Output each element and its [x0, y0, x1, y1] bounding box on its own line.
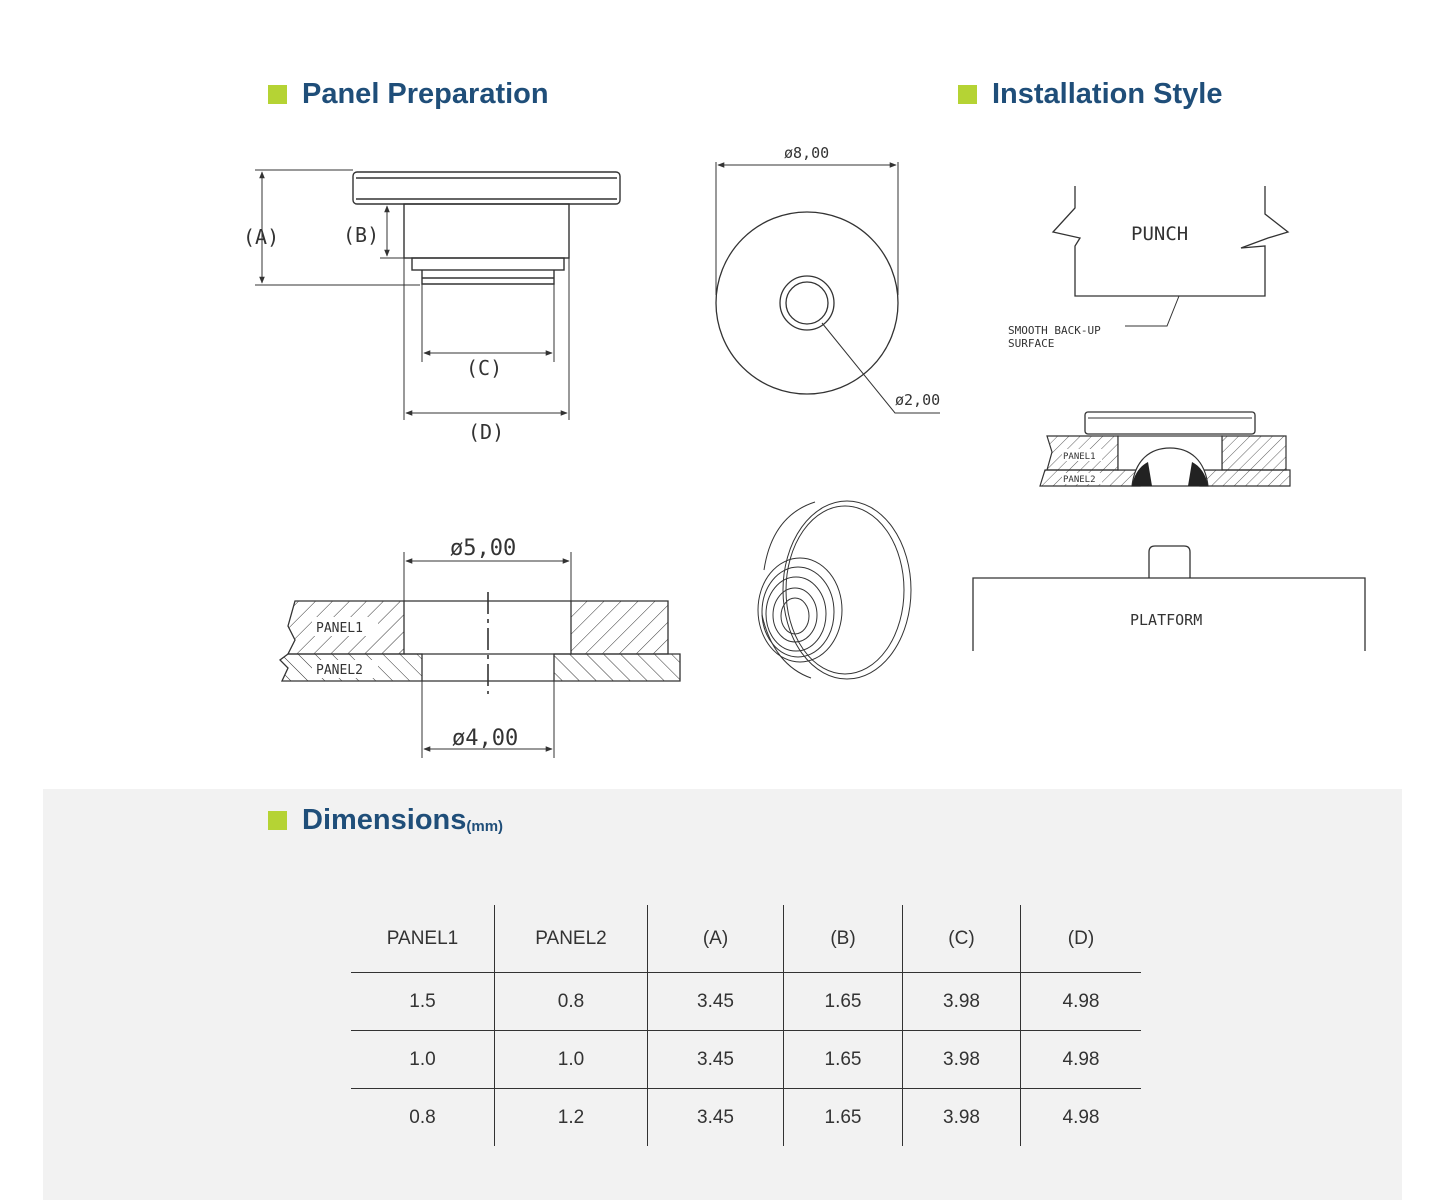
panel2-label: PANEL2 [316, 663, 363, 678]
table-cell: 1.5 [351, 972, 495, 1031]
table-cell: 3.45 [647, 1088, 784, 1146]
table-row: 0.8 1.2 3.45 1.65 3.98 4.98 [351, 1088, 1141, 1146]
platform-label: PLATFORM [1130, 611, 1202, 629]
label-c: (C) [466, 356, 502, 380]
technical-drawings: (A) (B) (C) (D) ø8,00 ø2,00 ø5,00 ø4,00 … [243, 144, 1366, 758]
table-row: 1.5 0.8 3.45 1.65 3.98 4.98 [351, 972, 1141, 1031]
square-bullet-icon [958, 85, 977, 104]
inner-diameter-leader [821, 322, 940, 414]
table-cell: 1.0 [351, 1030, 495, 1089]
hole-outer-circle [779, 275, 835, 331]
table-cell: 0.8 [494, 972, 648, 1031]
shank-outline [403, 203, 570, 259]
label-a: (A) [243, 225, 279, 249]
installed-panel2-label: PANEL2 [1063, 475, 1096, 485]
table-cell: 3.45 [647, 1030, 784, 1089]
outer-diameter-label: ø8,00 [784, 144, 829, 162]
hole-inner-circle [785, 281, 829, 325]
dimensions-title: Dimensions [302, 804, 467, 836]
table-header-row: PANEL1 PANEL2 (A) (B) (C) (D) [351, 905, 1141, 973]
table-cell: 1.65 [783, 1030, 903, 1089]
panel2-right-section [553, 653, 681, 682]
panel-preparation-title: Panel Preparation [302, 78, 549, 110]
table-cell: 1.65 [783, 1088, 903, 1146]
column-header-d: (D) [1020, 905, 1141, 973]
top-diameter-label: ø5,00 [450, 536, 516, 561]
square-bullet-icon [268, 85, 287, 104]
inner-diameter-label: ø2,00 [895, 391, 940, 409]
punch-drawing [1051, 186, 1290, 327]
column-header-panel1: PANEL1 [351, 905, 495, 973]
table-cell: 3.98 [902, 1088, 1021, 1146]
installation-style-heading: Installation Style [958, 78, 1222, 111]
dimensions-unit: (mm) [466, 818, 504, 835]
panel1-label: PANEL1 [316, 621, 363, 636]
square-bullet-icon [268, 811, 287, 830]
label-d: (D) [468, 420, 504, 444]
table-cell: 4.98 [1020, 1030, 1141, 1089]
table-row: 1.0 1.0 3.45 1.65 3.98 4.98 [351, 1030, 1141, 1089]
table-cell: 1.2 [494, 1088, 648, 1146]
panel-section-drawing [279, 552, 681, 758]
panel1-right-section [570, 600, 669, 655]
label-b: (B) [343, 223, 379, 247]
table-cell: 0.8 [409, 1106, 436, 1128]
collar-outline [411, 257, 565, 271]
column-header-b: (B) [783, 905, 903, 973]
table-cell: 3.98 [902, 1030, 1021, 1089]
installation-style-title: Installation Style [992, 78, 1223, 110]
dimensions-table: PANEL1 PANEL2 (A) (B) (C) (D) 1.5 0.8 3.… [351, 905, 1141, 1146]
column-header-a: (A) [647, 905, 784, 973]
installed-panel1-right [1221, 435, 1287, 471]
outer-circle [715, 211, 899, 395]
table-cell: 4.98 [1020, 972, 1141, 1031]
column-header-c: (C) [902, 905, 1021, 973]
panel-preparation-heading: Panel Preparation [268, 78, 549, 111]
isometric-view-drawing [757, 500, 912, 680]
platform-drawing [972, 545, 1366, 651]
top-view-drawing [715, 162, 940, 414]
bottom-diameter-label: ø4,00 [452, 726, 518, 751]
installed-section-drawing [1039, 411, 1291, 487]
side-view-drawing [255, 169, 621, 420]
table-cell: 3.45 [647, 972, 784, 1031]
table-cell: 1.0 [494, 1030, 648, 1089]
installed-panel1-label: PANEL1 [1063, 452, 1096, 462]
backup-surface-label-line1: SMOOTH BACK-UP [1008, 324, 1101, 337]
table-cell: 1.65 [783, 972, 903, 1031]
installed-flange [1084, 411, 1256, 435]
flared-shank [1131, 447, 1209, 487]
table-cell: 3.98 [902, 972, 1021, 1031]
backup-surface-label-line2: SURFACE [1008, 337, 1054, 350]
installed-panel2-right [1199, 469, 1291, 487]
column-header-panel2: PANEL2 [494, 905, 648, 973]
dimensions-heading: Dimensions (mm) [268, 804, 503, 837]
punch-label: PUNCH [1131, 223, 1188, 245]
table-cell: 4.98 [1020, 1088, 1141, 1146]
